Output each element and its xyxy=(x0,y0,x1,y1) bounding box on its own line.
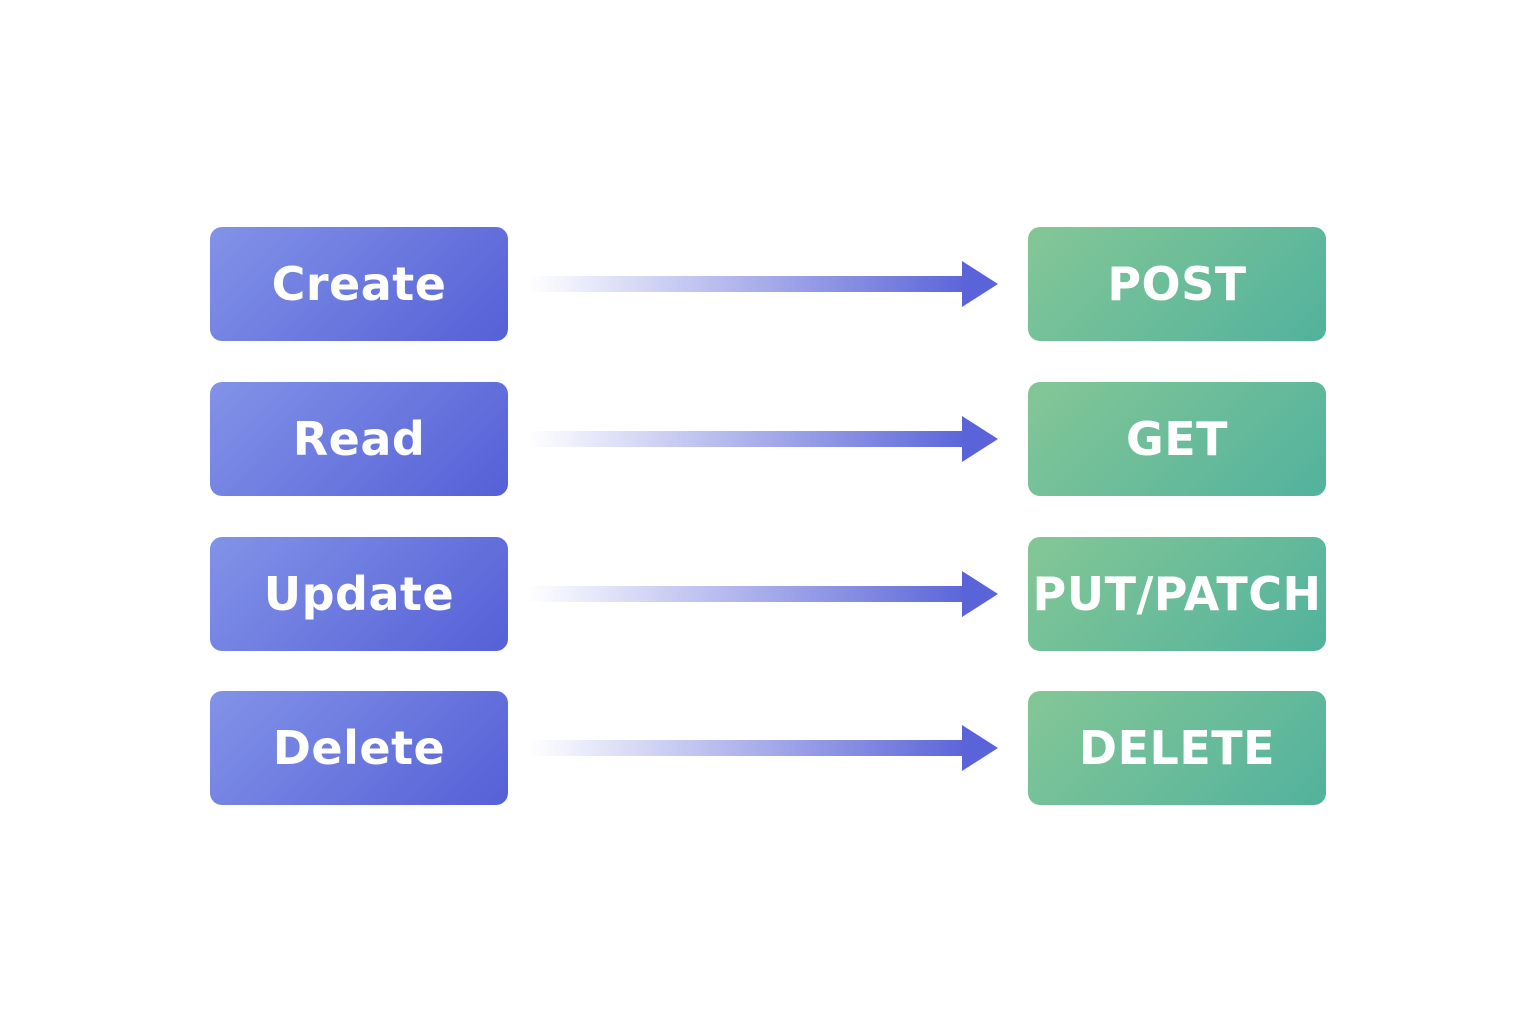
operation-box-read: Read xyxy=(210,382,508,496)
mapping-row-read: Read GET xyxy=(0,382,1536,496)
mapping-row-delete: Delete DELETE xyxy=(0,691,1536,805)
method-box-post: POST xyxy=(1028,227,1326,341)
operation-box-update: Update xyxy=(210,537,508,651)
arrow-head xyxy=(962,416,998,462)
arrow-head xyxy=(962,725,998,771)
method-box-put-patch: PUT/PATCH xyxy=(1028,537,1326,651)
arrow-shaft xyxy=(528,740,968,756)
arrow-head xyxy=(962,261,998,307)
mapping-row-create: Create POST xyxy=(0,227,1536,341)
arrow-read xyxy=(528,416,998,462)
method-box-get: GET xyxy=(1028,382,1326,496)
arrow-shaft xyxy=(528,586,968,602)
arrow-update xyxy=(528,571,998,617)
operation-box-delete: Delete xyxy=(210,691,508,805)
operation-box-create: Create xyxy=(210,227,508,341)
arrow-head xyxy=(962,571,998,617)
arrow-shaft xyxy=(528,431,968,447)
mapping-row-update: Update PUT/PATCH xyxy=(0,537,1536,651)
method-box-delete: DELETE xyxy=(1028,691,1326,805)
arrow-create xyxy=(528,261,998,307)
arrow-delete xyxy=(528,725,998,771)
arrow-shaft xyxy=(528,276,968,292)
